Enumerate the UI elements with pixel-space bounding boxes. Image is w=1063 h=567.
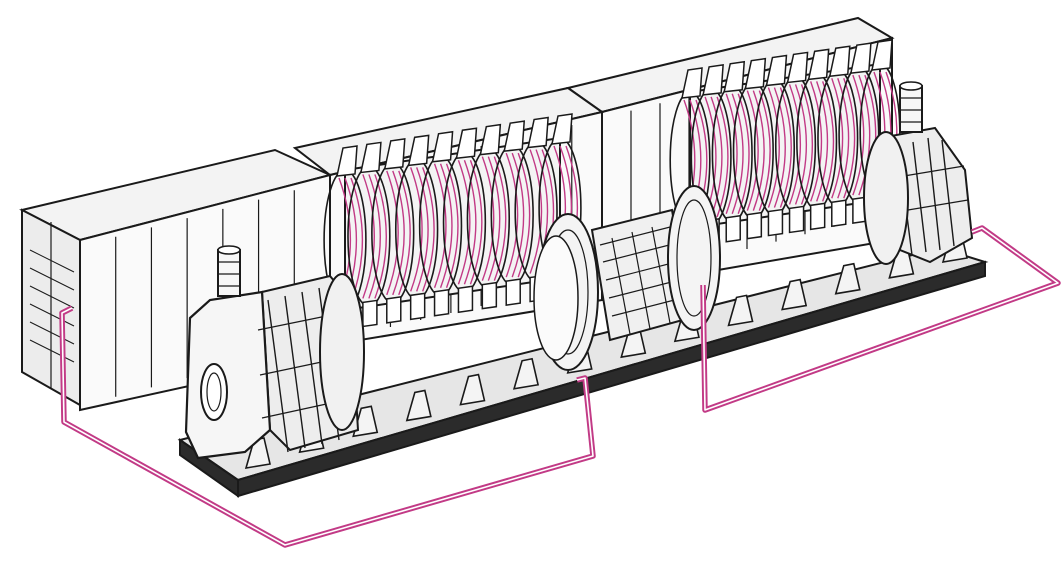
base-foot: [459, 373, 486, 406]
coil-fin-top: [702, 64, 724, 96]
base-plate: [177, 231, 989, 498]
coil-fin-top: [807, 48, 830, 81]
coil-fin-top: [383, 138, 406, 170]
coil-winding: [779, 87, 792, 208]
coil-fin-top: [407, 134, 430, 167]
base-foot: [834, 262, 861, 295]
coil-fin-bottom: [457, 285, 474, 314]
coil-winding: [767, 87, 780, 208]
end-housing-left-flange: [319, 273, 365, 431]
vacuum-pump-left-icon: [217, 245, 241, 297]
coil-fin-bottom: [409, 292, 426, 321]
coil-fin-top: [431, 130, 454, 163]
coil-winding: [529, 149, 543, 274]
coil-winding: [439, 163, 453, 289]
coil-winding: [487, 156, 501, 281]
coil-winding: [822, 81, 835, 202]
center-flange-right-inner: [676, 199, 712, 317]
coil-winding: [362, 174, 375, 299]
coil-fin-top: [359, 141, 382, 174]
base-foot: [781, 278, 808, 311]
coil-fin-top: [765, 54, 788, 87]
coil-winding: [831, 77, 844, 199]
vacuum-pump-right-icon: [899, 81, 923, 133]
coil-winding: [416, 167, 429, 292]
cable-left: [59, 305, 596, 548]
coil-winding: [710, 96, 723, 218]
coil-winding: [788, 84, 802, 205]
coil-fin-top: [849, 42, 872, 74]
coil-winding: [433, 163, 447, 289]
coil-winding: [810, 81, 823, 202]
coil-winding: [758, 90, 771, 211]
coil-fin-bottom: [386, 296, 402, 324]
base-foot: [512, 357, 540, 390]
base-plate-front: [237, 260, 986, 498]
coil-winding: [463, 159, 477, 285]
coil-fin-bottom: [362, 299, 378, 328]
center-flange-right: [667, 185, 721, 331]
coil-fin-top: [455, 127, 478, 160]
coil-fin-top: [503, 120, 526, 152]
coil-fin-top: [551, 113, 573, 145]
coil-winding: [752, 90, 765, 211]
coil-winding: [800, 84, 814, 205]
end-housing-right-flange: [863, 131, 909, 265]
coil-winding: [837, 77, 850, 199]
coil-winding: [481, 156, 495, 281]
coil-fin-bottom: [505, 278, 521, 306]
coil-fin-top: [871, 39, 893, 71]
coil-winding: [858, 74, 871, 196]
coil-fin-bottom: [481, 281, 498, 310]
coil-winding: [746, 90, 759, 211]
coil-winding: [386, 170, 399, 296]
coil-winding: [410, 167, 423, 292]
coil-winding: [737, 93, 750, 215]
coil-fin-bottom: [831, 199, 847, 228]
base-foot: [244, 437, 271, 469]
coil-fin-top: [723, 60, 746, 93]
coil-fin-bottom: [433, 288, 450, 317]
coil-winding: [368, 174, 381, 299]
coil-fin-top: [828, 45, 851, 78]
coil-winding: [731, 93, 744, 215]
coil-fin-top: [786, 51, 809, 84]
base-feet: [244, 231, 968, 469]
coil-fin-top: [681, 67, 703, 99]
base-foot: [405, 389, 432, 422]
base-foot: [352, 405, 379, 438]
base-foot: [727, 294, 754, 327]
coil-winding: [511, 152, 525, 278]
coil-winding: [794, 84, 808, 205]
coil-fin-bottom: [788, 205, 805, 234]
end-housing-left-port: [200, 363, 228, 421]
coil-fin-top: [336, 145, 358, 177]
coil-winding: [725, 93, 738, 215]
coil-fin-bottom: [725, 214, 741, 243]
coil-winding: [816, 81, 829, 202]
coil-winding: [843, 77, 856, 199]
coil-winding: [852, 74, 865, 196]
coil-fin-top: [744, 57, 767, 90]
end-housing-left: [184, 245, 365, 460]
center-flange-small: [533, 235, 579, 361]
coil-winding: [505, 152, 519, 278]
coil-fin-top: [479, 123, 502, 156]
coil-fin-bottom: [767, 208, 784, 237]
coil-winding: [773, 87, 786, 208]
coil-winding: [716, 96, 729, 218]
coil-winding: [392, 170, 405, 296]
cable-right: [700, 225, 1061, 413]
coil-fin-bottom: [809, 202, 826, 231]
cabinet-left-side-vents: [29, 222, 75, 388]
end-housing-right: [863, 81, 974, 265]
center-module: [533, 185, 721, 371]
coil-fin-top: [527, 116, 549, 149]
coil-winding: [457, 159, 471, 285]
coil-fin-bottom: [746, 211, 763, 240]
end-housing-left-face: [184, 290, 272, 460]
